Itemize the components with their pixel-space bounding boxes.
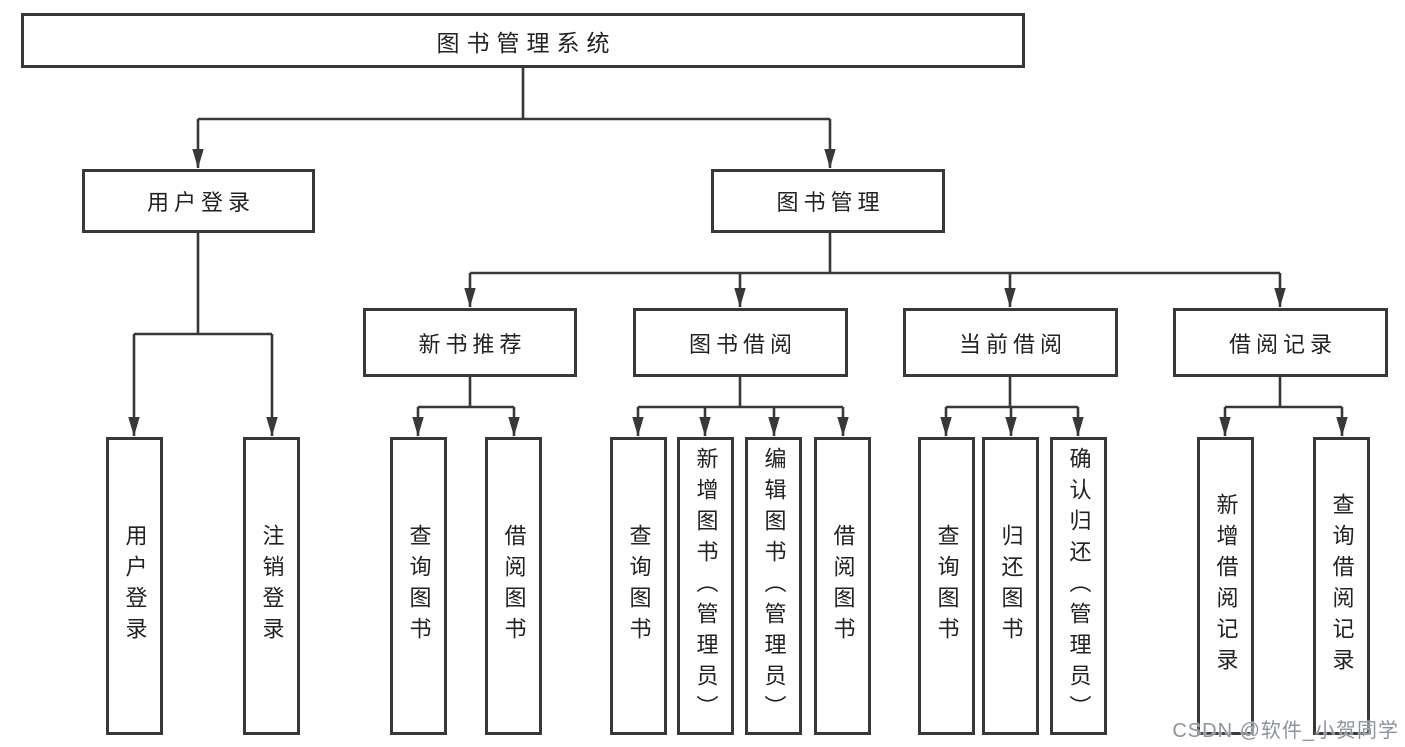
csdn-watermark: CSDN @软件_小贺同学 — [1172, 720, 1399, 742]
connector-root-split — [198, 68, 830, 121]
leaf-borrow-books-recommend: 借阅图书 — [485, 437, 542, 735]
node-library-system: 图书管理系统 — [21, 13, 1025, 68]
connector-current-split — [946, 377, 1078, 409]
leaf-query-books-borrowing: 查询图书 — [610, 437, 667, 735]
leaf-logout-login: 注销登录 — [243, 437, 300, 735]
connector-book-management-split — [470, 233, 1280, 275]
leaf-borrow-books-borrowing: 借阅图书 — [814, 437, 871, 735]
leaf-return-books: 归还图书 — [982, 437, 1039, 735]
node-user-login: 用户登录 — [82, 169, 315, 233]
node-current-borrowing: 当前借阅 — [903, 308, 1118, 377]
leaf-edit-books-admin: 编辑图书（管理员） — [745, 437, 802, 735]
leaf-query-borrow-record: 查询借阅记录 — [1313, 437, 1370, 735]
node-book-borrowing: 图书借阅 — [633, 308, 848, 377]
connector-borrowing-split — [638, 377, 843, 409]
node-borrowing-records: 借阅记录 — [1173, 308, 1388, 377]
node-book-management: 图书管理 — [711, 169, 945, 233]
leaf-user-login: 用户登录 — [106, 437, 163, 735]
node-new-book-recommendation: 新书推荐 — [363, 308, 577, 377]
connector-user-login-split — [134, 233, 272, 336]
leaf-query-books-current: 查询图书 — [918, 437, 975, 735]
connector-records-split — [1225, 377, 1342, 409]
leaf-confirm-return-admin: 确认归还（管理员） — [1050, 437, 1107, 735]
leaf-add-books-admin: 新增图书（管理员） — [677, 437, 734, 735]
leaf-add-borrow-record: 新增借阅记录 — [1197, 437, 1254, 735]
leaf-query-books-recommend: 查询图书 — [390, 437, 447, 735]
connector-recommendation-split — [418, 377, 514, 409]
